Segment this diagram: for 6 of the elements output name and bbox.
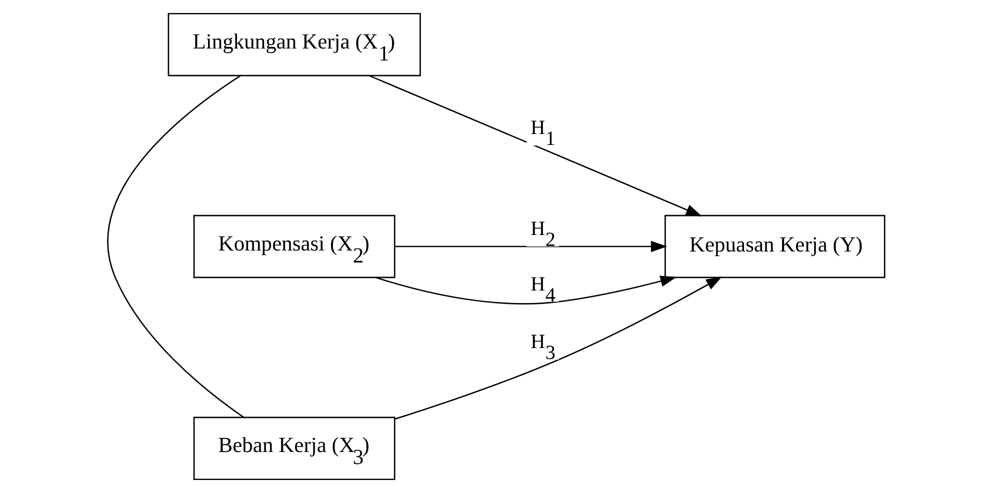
connector <box>107 75 244 418</box>
arrow <box>369 75 702 216</box>
node-box: Kepuasan Kerja (Y) <box>664 214 886 278</box>
arrow <box>394 276 722 420</box>
arrow <box>394 240 668 252</box>
arrow <box>376 276 677 304</box>
